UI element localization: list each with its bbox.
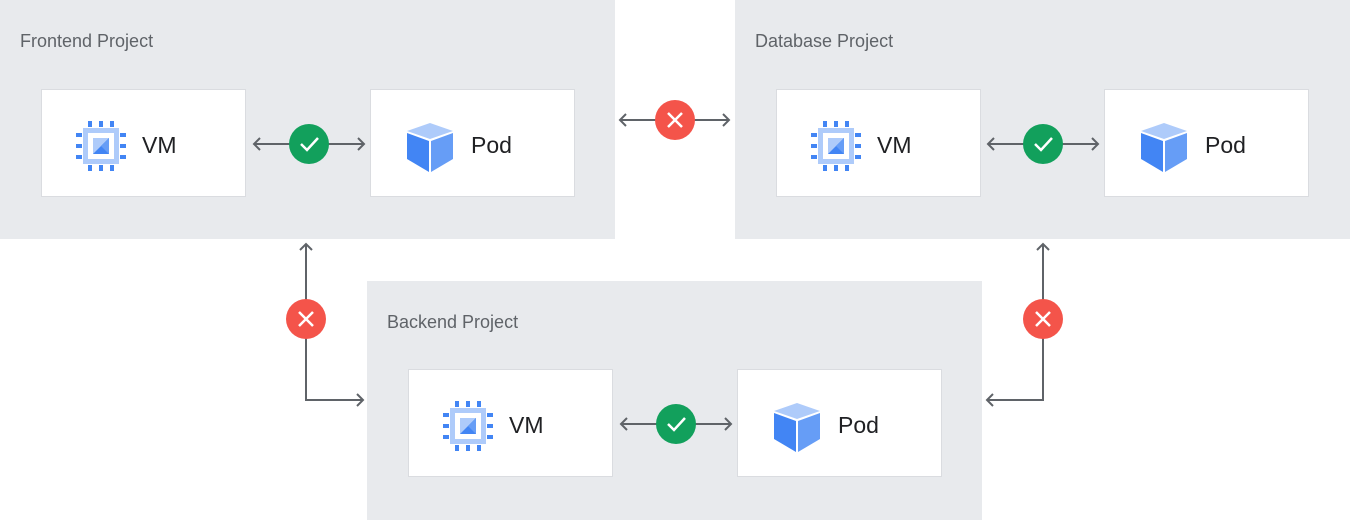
vm-node: VM	[41, 89, 246, 197]
arrow-line	[299, 242, 365, 407]
allowed-check-icon	[1021, 122, 1065, 166]
pod-node: Pod	[1104, 89, 1309, 197]
pod-node: Pod	[370, 89, 575, 197]
pod-node: Pod	[737, 369, 942, 477]
allowed-check-icon	[654, 402, 698, 446]
project-title: Database Project	[755, 31, 894, 51]
node-label: VM	[142, 132, 177, 158]
blocked-x-icon	[284, 297, 328, 341]
vm-node: VM	[408, 369, 613, 477]
blocked-x-icon	[1021, 297, 1065, 341]
arrow-line	[985, 242, 1050, 407]
allowed-check-icon	[287, 122, 331, 166]
node-label: Pod	[838, 412, 879, 438]
project-title: Backend Project	[387, 312, 519, 332]
vm-node: VM	[776, 89, 981, 197]
blocked-x-icon	[653, 98, 697, 142]
node-label: VM	[509, 412, 544, 438]
project-title: Frontend Project	[20, 31, 154, 51]
node-label: VM	[877, 132, 912, 158]
node-label: Pod	[471, 132, 512, 158]
node-label: Pod	[1205, 132, 1246, 158]
